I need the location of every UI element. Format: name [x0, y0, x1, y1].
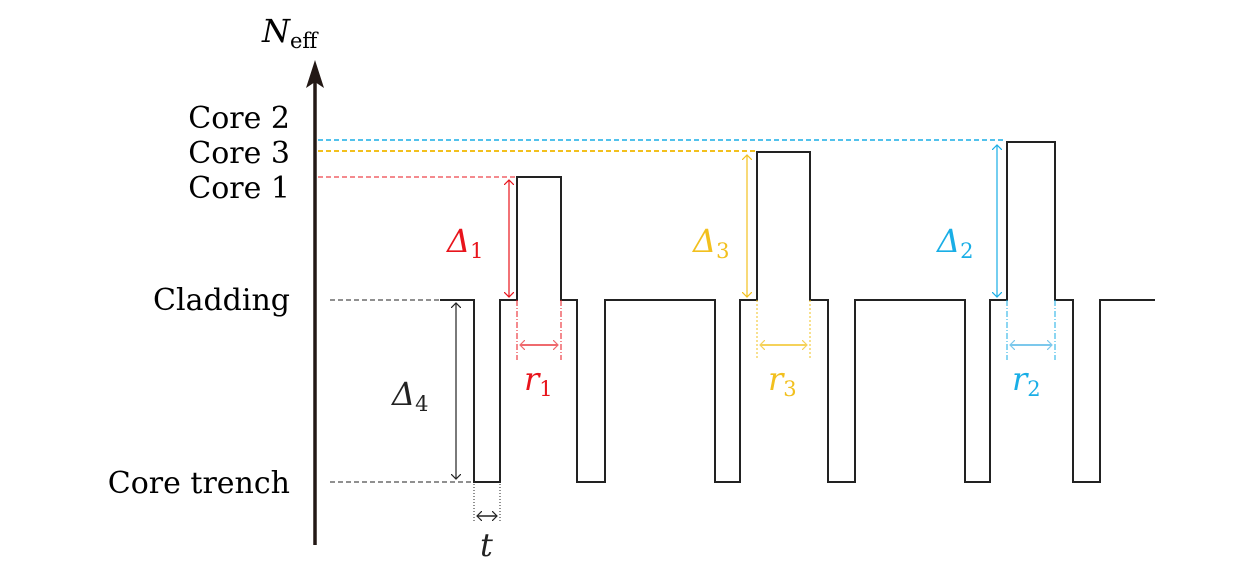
t-label: t — [480, 526, 493, 564]
delta1-label: Δ1 — [445, 222, 483, 263]
r3-label: r3 — [768, 360, 797, 401]
r1-label: r1 — [524, 360, 553, 401]
r2-label: r2 — [1012, 360, 1041, 401]
level-label-core3: Core 3 — [188, 136, 290, 171]
index-profile — [440, 141, 1155, 483]
level-label-core2: Core 2 — [188, 101, 290, 136]
level-label-cladding: Cladding — [153, 283, 290, 318]
r3-guides — [756, 300, 811, 360]
t-guides — [473, 484, 501, 522]
delta2-label: Δ2 — [935, 222, 973, 263]
level-label-core1: Core 1 — [188, 171, 290, 206]
delta4-label: Δ4 — [390, 375, 428, 416]
axis-label: Neff — [261, 12, 319, 53]
r1-guides — [516, 300, 562, 360]
r2-guides — [1006, 300, 1056, 360]
axis-arrowhead-icon — [306, 60, 324, 88]
level-label-core-trench: Core trench — [108, 466, 290, 501]
delta3-label: Δ3 — [691, 222, 729, 263]
